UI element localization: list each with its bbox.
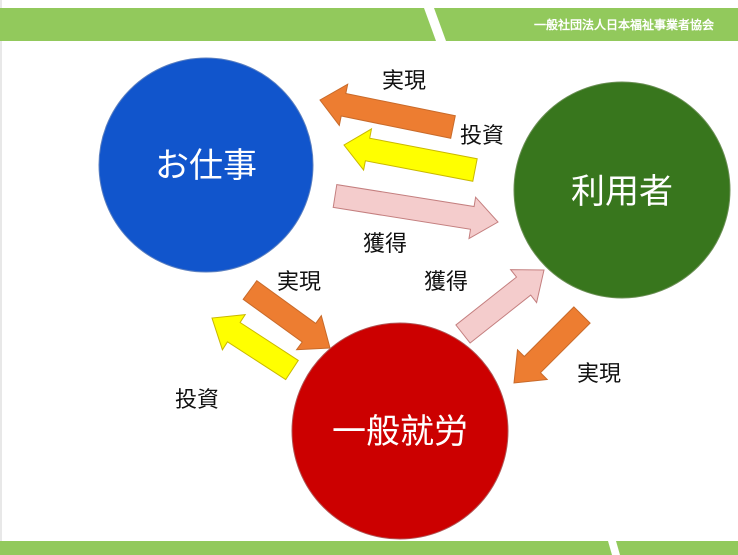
node-work-circle	[98, 57, 314, 273]
node-general-label: 一般就労	[332, 412, 468, 452]
node-user-label: 利用者	[571, 172, 673, 212]
arrow-top-invest	[343, 127, 478, 182]
arrow-left-realize	[242, 280, 331, 351]
header-bar	[0, 8, 738, 41]
node-user-circle	[513, 81, 731, 299]
arrow-top-acquire	[332, 184, 499, 240]
label-left-invest: 投資	[175, 388, 219, 413]
header-bar-main	[0, 8, 738, 41]
header-bar-slash	[424, 8, 446, 41]
footer-bar	[0, 541, 738, 555]
arrow-right-acquire	[455, 269, 545, 344]
label-right-realize: 実現	[577, 362, 621, 387]
label-top-acquire: 獲得	[363, 232, 407, 257]
slide-left-border	[0, 0, 2, 555]
node-work-label: お仕事	[155, 146, 257, 186]
arrow-right-realize	[513, 306, 591, 384]
node-general-circle	[291, 322, 509, 540]
arrow-top-realize	[319, 83, 456, 139]
org-name: 一般社団法人日本福祉事業者協会	[533, 18, 714, 32]
label-right-acquire: 獲得	[424, 270, 468, 295]
label-top-invest: 投資	[460, 124, 504, 149]
footer-bar-slash	[608, 541, 620, 555]
footer-bar-main	[0, 541, 738, 555]
label-left-realize: 実現	[277, 270, 321, 295]
arrow-left-invest	[211, 313, 299, 381]
label-top-realize: 実現	[382, 69, 426, 94]
